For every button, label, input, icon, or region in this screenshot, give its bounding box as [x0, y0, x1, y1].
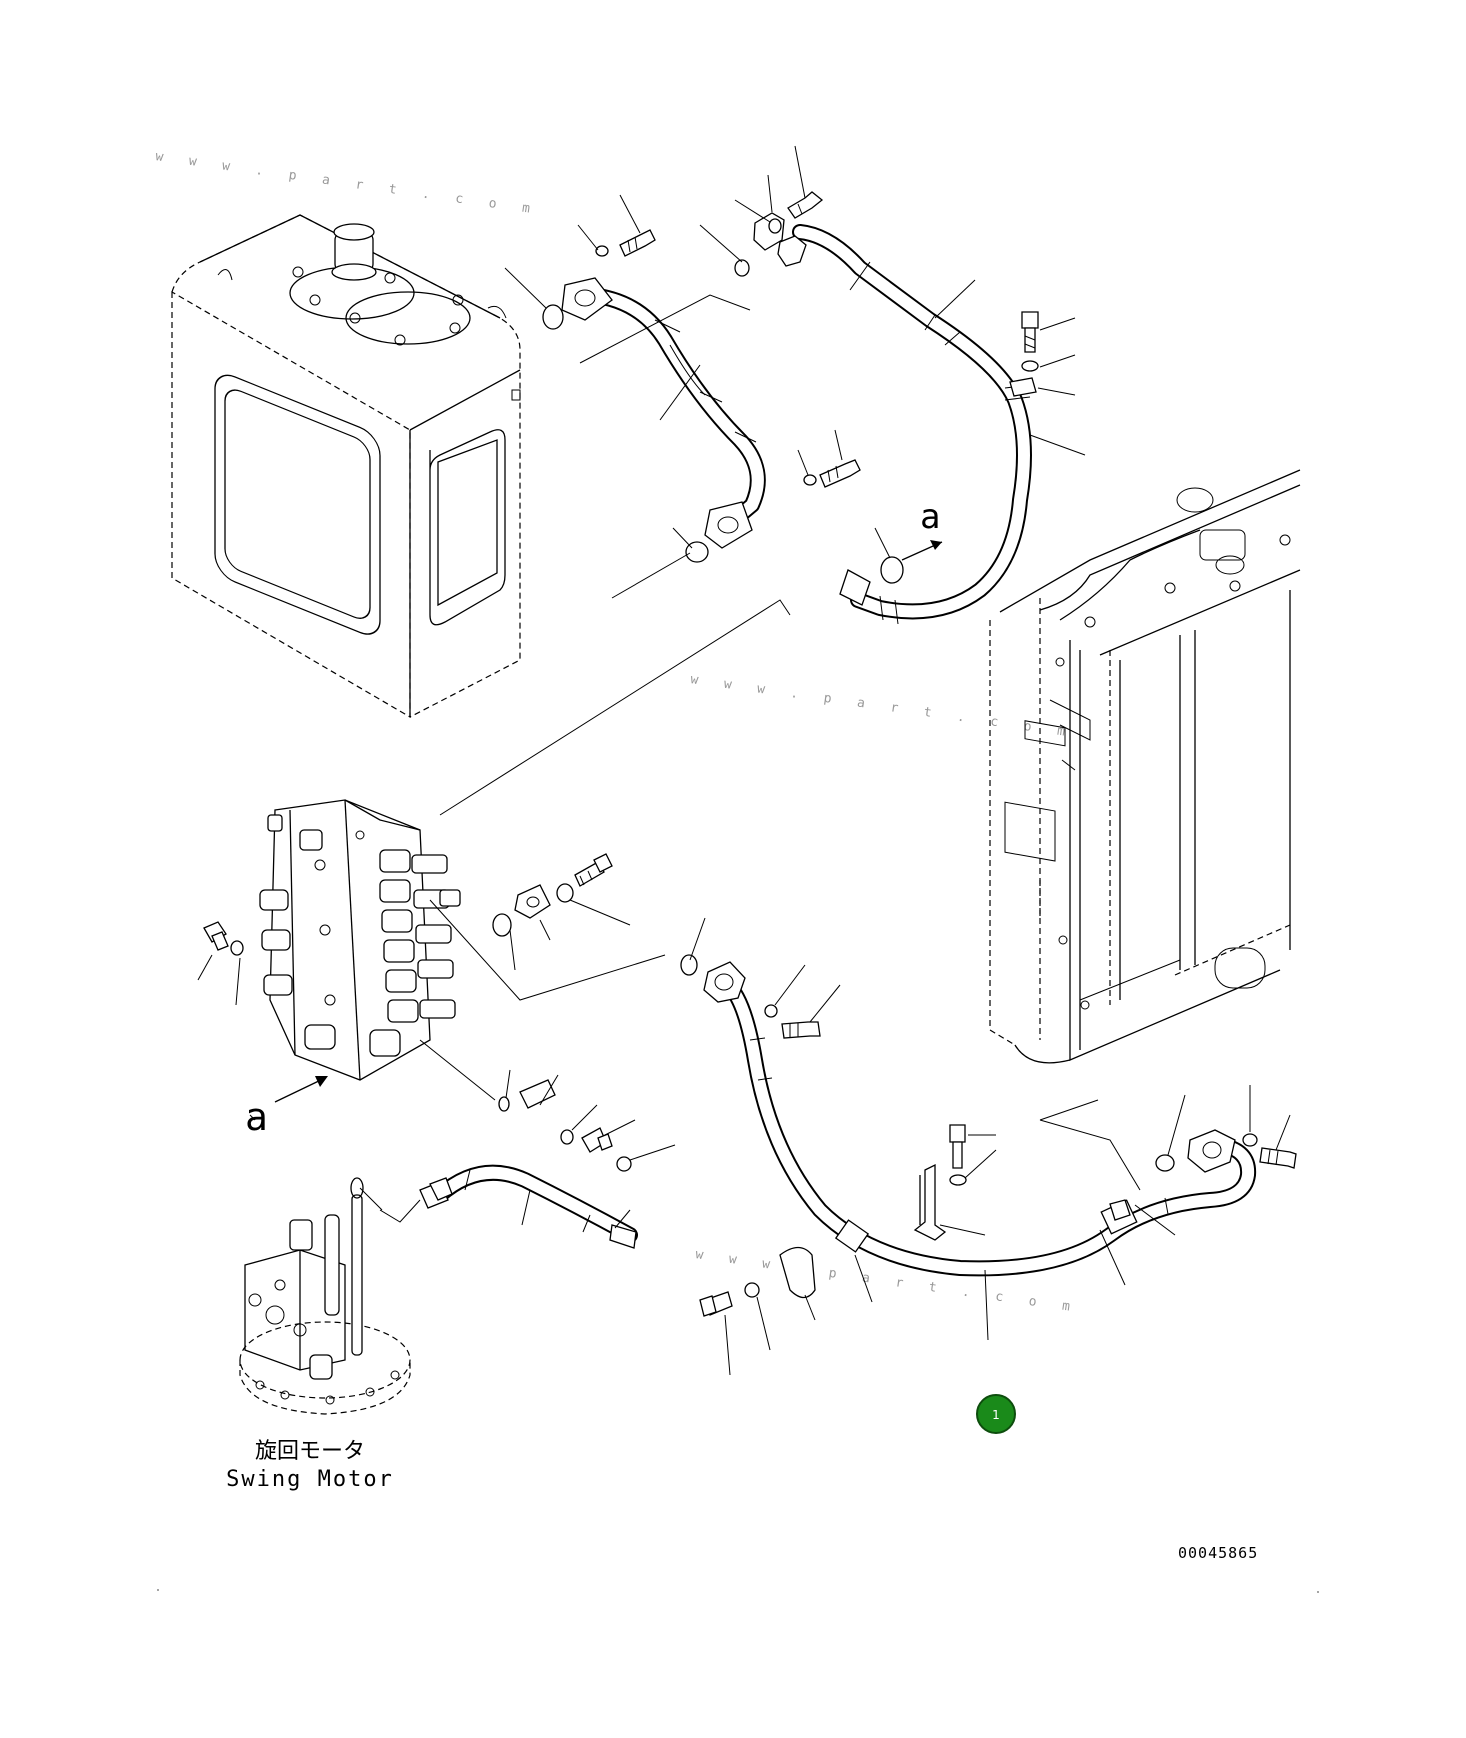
lower-main-hose — [680, 917, 1297, 1376]
bolt-upper-2 — [803, 459, 861, 488]
side-plug — [197, 921, 244, 1006]
upper-left-hose — [504, 194, 861, 599]
valve-fittings — [419, 599, 791, 1172]
view-label-lower: a — [245, 1095, 268, 1139]
swing-motor-label-en: Swing Motor — [226, 1467, 394, 1492]
callout-marker[interactable]: 1 — [976, 1394, 1016, 1434]
valve-spools — [259, 814, 461, 1057]
cooler-assembly — [989, 469, 1301, 1064]
watermark-2: w w w . p a r t . c o m — [689, 672, 1074, 741]
view-arrow-lower: a — [245, 1076, 328, 1139]
view-label-upper: a — [920, 497, 940, 537]
watermark-1: w w w . p a r t . c o m — [154, 149, 539, 218]
swing-motor-label-jp: 旋回モータ — [255, 1439, 365, 1464]
marker-number: 1 — [992, 1408, 1000, 1422]
upper-right-hose — [699, 145, 1086, 625]
bolt-upper-1 — [595, 229, 656, 257]
control-valve — [249, 799, 461, 1121]
view-arrow-upper: a — [901, 497, 943, 561]
swing-motor: 旋回モータ Swing Motor — [226, 1177, 411, 1492]
swing-motor-hose — [359, 1164, 638, 1249]
hydraulic-tank — [171, 214, 521, 719]
drawing-number: 00045865 — [1178, 1544, 1258, 1562]
marker-circle[interactable] — [976, 1394, 1016, 1434]
